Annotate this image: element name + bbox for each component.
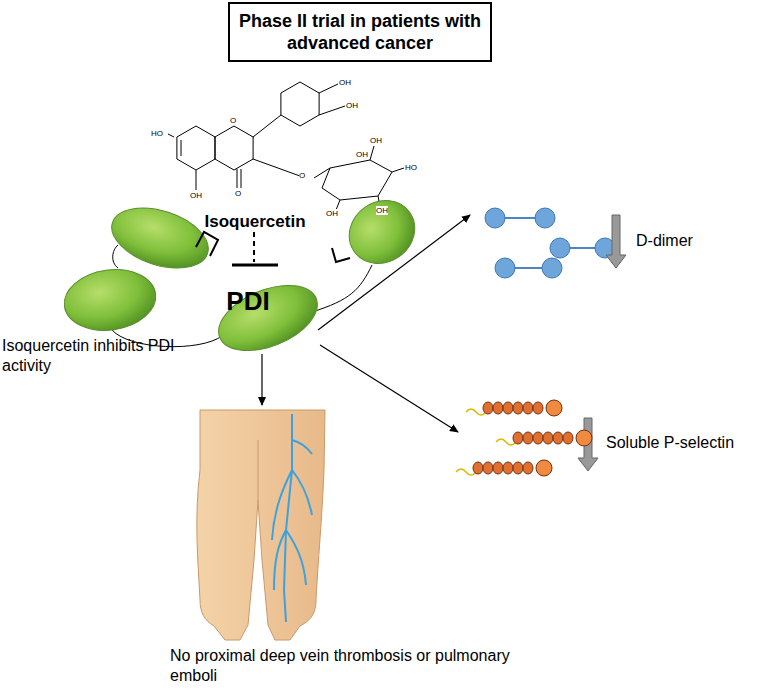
atom-label: HO [405, 163, 417, 172]
atom-label: OH [356, 150, 368, 159]
atom-label: OH [376, 206, 388, 215]
node-text: Phase II trial in patients with advanced… [238, 10, 482, 54]
decrease-arrow [606, 215, 626, 268]
outcome-label: No proximal deep vein thrombosis or pulm… [170, 646, 510, 686]
atom-label: OH [346, 101, 358, 110]
p-selectin-icons [456, 400, 592, 476]
atom-label: HO [151, 129, 163, 138]
arrow [318, 215, 470, 330]
active-site [332, 248, 350, 262]
marker-label: D-dimer [636, 232, 693, 250]
chemical-structure [168, 82, 404, 210]
protein-label: PDI [202, 286, 294, 316]
inhibition-line [253, 232, 255, 262]
atom-label: OH [326, 209, 338, 218]
marker-label: Soluble P-selectin [606, 434, 734, 452]
inhibition-bar [232, 264, 278, 267]
d-dimer-icons [485, 208, 615, 278]
atom-label: OH [339, 78, 351, 87]
atom-label: O [235, 189, 241, 198]
active-site [196, 232, 218, 256]
pdi-domain [104, 197, 216, 279]
pdi-domain [337, 188, 427, 276]
pdi-domain [60, 264, 159, 336]
arrow [261, 354, 262, 405]
atom-label: OH [370, 136, 382, 145]
drug-name: Isoquercetin [200, 212, 310, 232]
title-box: Phase II trial in patients with advanced… [228, 2, 492, 62]
arrow [320, 345, 458, 432]
atom-label: OH [190, 191, 202, 200]
annotation: Isoquercetin inhibits PDI activity [2, 336, 182, 376]
atom-label: O [230, 116, 236, 125]
atom-label: O [299, 171, 305, 180]
legs-illustration [197, 410, 325, 640]
node-text: PDI [202, 286, 294, 316]
